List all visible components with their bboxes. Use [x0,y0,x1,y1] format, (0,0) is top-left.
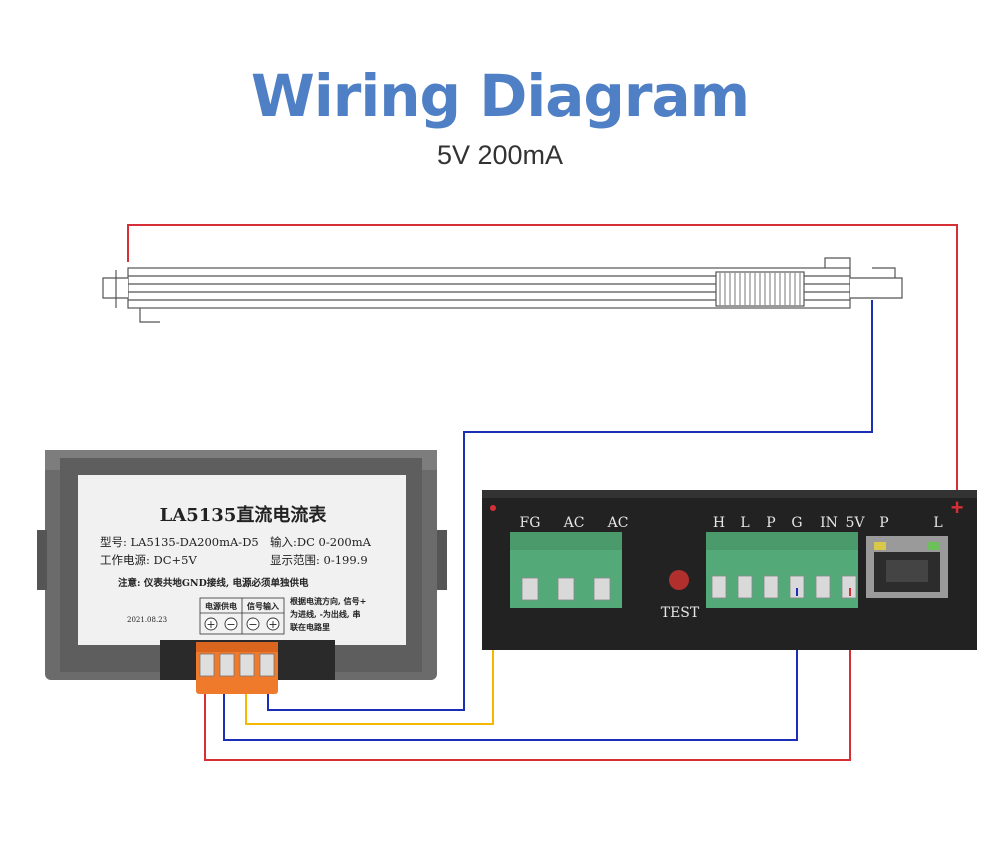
terminal-symbol-4: + [268,618,277,631]
page-subtitle: 5V 200mA [436,140,564,170]
meter-input: 输入:DC 0-200mA [270,535,372,549]
wire-endpoints [796,588,851,596]
meter-note: 注意: 仪表共地GND接线, 电源必须单独供电 [118,577,309,589]
terminal-ac2-label: AC [607,515,629,531]
meter-range: 显示范围: 0-199.9 [270,553,368,567]
yellow-wire-endpoint [490,505,496,511]
meter-date: 2021.08.23 [127,616,167,624]
port-led-left [874,542,886,550]
terminal-g-label: G [791,515,802,531]
terminal-p-label: P [766,515,775,531]
blue-wire-ground [223,588,798,741]
meter-model: 型号: LA5135-DA200mA-D5 [100,535,259,549]
meter-terminal-block [196,642,278,694]
terminal-5v-label: 5V [845,515,865,531]
terminal-symbol-2: − [226,618,235,631]
signal-input-label: 信号输入 [247,601,279,611]
terminal-l-label: L [740,515,749,531]
port-l-label: L [933,515,942,531]
meter-power: 工作电源: DC+5V [100,553,198,567]
page-title: Wiring Diagram [250,62,750,130]
blue-wire-tube [267,300,873,711]
port-led-right [928,542,940,550]
terminal-fg-label: FG [520,515,541,531]
red-wire-tube [127,224,958,500]
terminal-symbol-3: − [248,618,257,631]
port-p-label: P [879,515,888,531]
laser-tube [102,257,903,323]
control-terminal-block [706,532,858,608]
meter-title: LA5135直流电流表 [160,504,328,526]
terminal-h-label: H [713,515,725,531]
power-supply-label: 电源供电 [205,601,237,611]
red-wire-5v [204,588,851,761]
test-button[interactable] [669,570,689,590]
rj45-port [866,536,948,598]
laser-tube-coil [719,273,801,305]
test-label: TEST [661,605,700,621]
ac-terminal-block [510,532,622,608]
terminal-ac1-label: AC [563,515,585,531]
instruction-line-3: 联在电路里 [290,622,330,632]
terminal-symbol-1: + [206,618,215,631]
instruction-line-2: 为进线, -为出线, 串 [290,609,360,619]
terminal-symbol-circles [204,617,280,631]
terminal-in-label: IN [820,515,838,531]
instruction-line-1: 根据电流方向, 信号+ [290,596,366,606]
meter-terminal-label-box [199,597,285,635]
plus-marker: + [951,495,964,520]
